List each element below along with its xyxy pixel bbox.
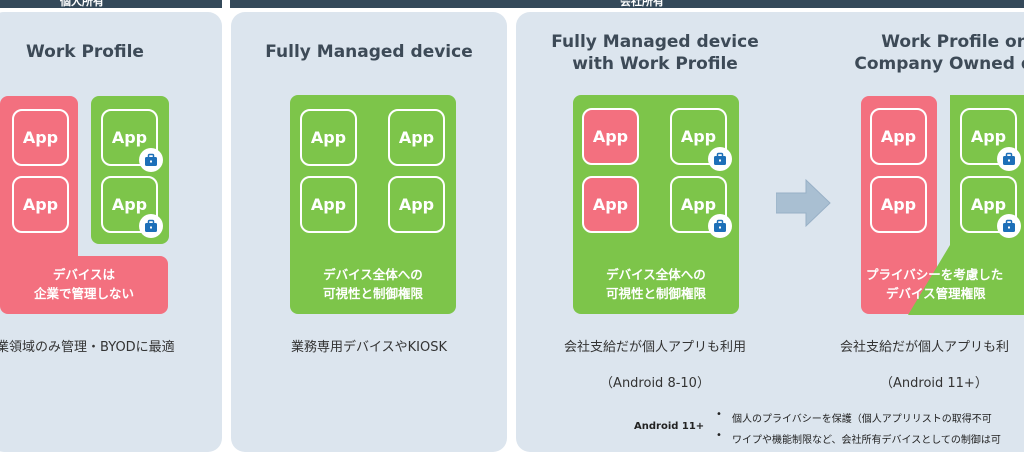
wpcod-caption-2: デバイス管理権限 <box>886 286 986 301</box>
app-tile: App <box>300 109 357 166</box>
note-bullet-icon: • <box>716 430 722 441</box>
briefcase-icon <box>139 214 163 238</box>
work-profile-caption-2: 企業で管理しない <box>33 286 134 301</box>
app-tile: App <box>670 108 727 165</box>
app-tile: App <box>582 108 639 165</box>
header-bar-personal: 個人所有 <box>0 0 222 8</box>
fully-managed-caption-1: デバイス全体への <box>323 267 423 282</box>
note-bullet-icon: • <box>716 409 722 420</box>
app-tile: App <box>12 176 69 233</box>
fmwp-description: 会社支給だが個人アプリも利用 <box>563 340 746 355</box>
app-tile: App <box>388 109 445 166</box>
app-tile: App <box>12 109 69 166</box>
fmwp-caption-1: デバイス全体への <box>606 267 706 282</box>
app-tile: App <box>388 176 445 233</box>
briefcase-icon <box>997 214 1021 238</box>
app-tile: App <box>582 176 639 233</box>
note-item: 個人のプライバシーを保護（個人アプリリストの取得不可 <box>732 414 992 425</box>
app-tile: App <box>101 109 158 166</box>
briefcase-icon <box>139 148 163 172</box>
work-profile-caption-1: デバイスは <box>52 267 116 282</box>
briefcase-icon <box>708 214 732 238</box>
wpcod-title-1: Work Profile on <box>881 32 1024 52</box>
briefcase-icon <box>708 147 732 171</box>
wpcod-description: 会社支給だが個人アプリも利 <box>840 340 1010 355</box>
wpcod-caption-1: プライバシーを考慮した <box>866 267 1004 282</box>
app-tile: App <box>870 176 927 233</box>
header-company: 会社所有 <box>620 0 664 8</box>
header-bar-company: 会社所有 <box>230 0 1024 8</box>
fully-managed-description: 業務専用デバイスやKIOSK <box>291 340 447 355</box>
header-personal: 個人所有 <box>60 0 104 8</box>
green-work-area <box>908 95 1024 315</box>
fully-managed-title: Fully Managed device <box>265 42 473 62</box>
wpcod-version: （Android 11+） <box>880 376 988 391</box>
fmwp-title-2: with Work Profile <box>572 54 738 74</box>
app-tile: App <box>960 176 1017 233</box>
note-item: ワイプや機能制限など、会社所有デバイスとしての制御は可 <box>732 435 1001 446</box>
briefcase-icon <box>997 147 1021 171</box>
fully-managed-caption-2: 可視性と制御権限 <box>322 286 423 301</box>
fmwp-caption-2: 可視性と制御権限 <box>605 286 706 301</box>
work-profile-description: 業領域のみ管理・BYODに最適 <box>0 340 175 355</box>
app-tile: App <box>670 176 727 233</box>
device-area <box>290 95 456 314</box>
fmwp-title-1: Fully Managed device <box>551 32 759 52</box>
app-tile: App <box>101 176 158 233</box>
notes-label: Android 11+ <box>634 421 705 432</box>
wpcod-title-2: Company Owned dev <box>854 54 1024 74</box>
transition-arrow-icon <box>776 178 831 228</box>
app-tile: App <box>300 176 357 233</box>
personal-area <box>861 96 937 314</box>
fmwp-version: （Android 8-10） <box>600 376 710 391</box>
app-tile: App <box>870 108 927 165</box>
work-profile-title: Work Profile <box>26 42 144 62</box>
app-tile: App <box>960 108 1017 165</box>
